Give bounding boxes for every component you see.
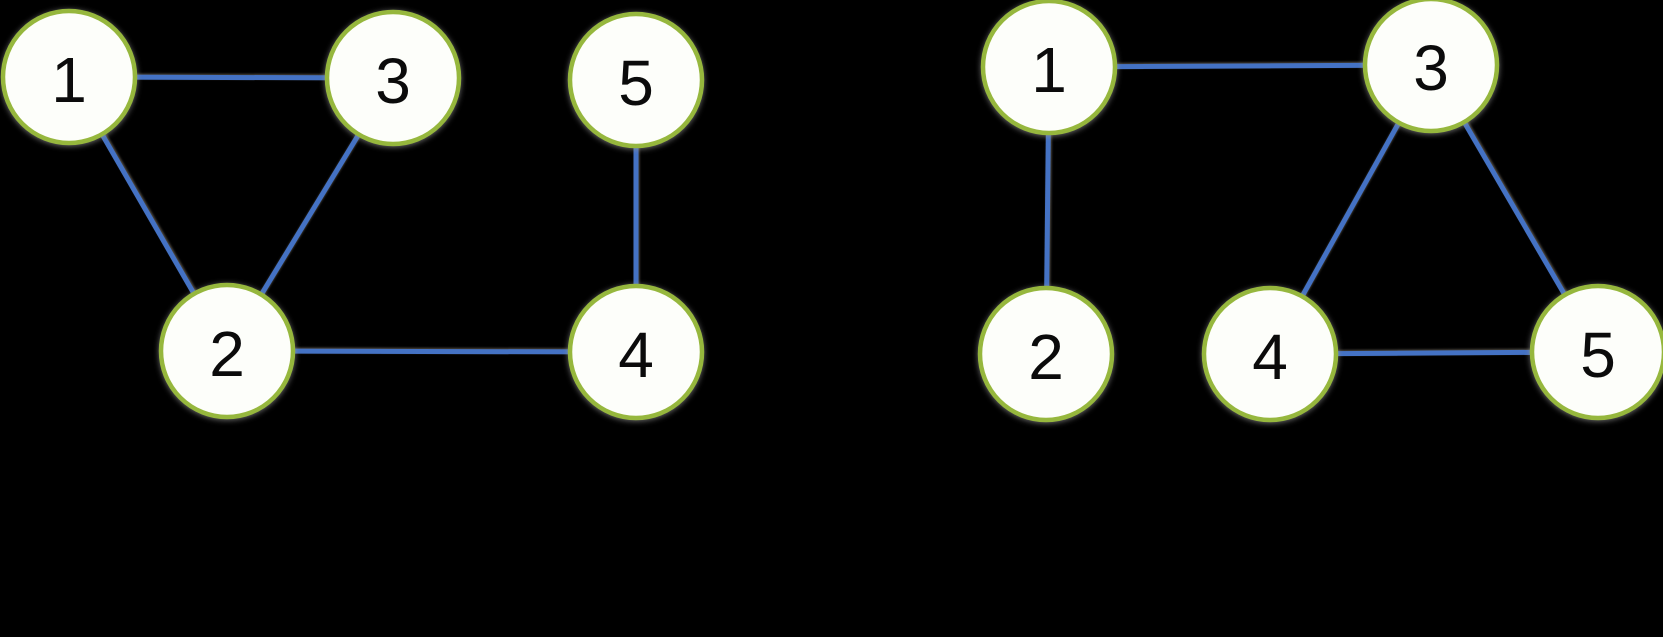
left-graph-node-1 bbox=[0, 8, 138, 146]
right-graph-node-5 bbox=[1529, 283, 1663, 421]
left-graph: 1 2 3 4 5 bbox=[0, 8, 705, 421]
right-graph: 1 2 3 4 5 bbox=[977, 0, 1663, 423]
right-graph-node-2-label: 2 bbox=[1028, 321, 1064, 393]
right-graph-node-1 bbox=[980, 0, 1118, 136]
right-graph-node-2 bbox=[977, 285, 1115, 423]
right-graph-node-1-label: 1 bbox=[1031, 34, 1067, 106]
left-graph-node-3 bbox=[324, 9, 462, 147]
left-graph-node-5-label: 5 bbox=[618, 47, 654, 119]
right-graph-node-4 bbox=[1201, 285, 1339, 423]
right-graph-node-5-label: 5 bbox=[1580, 319, 1616, 391]
left-graph-node-4-label: 4 bbox=[618, 319, 654, 391]
right-graph-node-3-label: 3 bbox=[1413, 32, 1449, 104]
left-graph-node-5 bbox=[567, 11, 705, 149]
left-graph-node-4 bbox=[567, 283, 705, 421]
right-graph-node-3 bbox=[1362, 0, 1500, 134]
left-graph-node-2 bbox=[158, 282, 296, 420]
left-graph-node-1-label: 1 bbox=[51, 44, 87, 116]
left-graph-node-3-label: 3 bbox=[375, 45, 411, 117]
right-graph-node-4-label: 4 bbox=[1252, 321, 1288, 393]
left-graph-node-2-label: 2 bbox=[209, 318, 245, 390]
